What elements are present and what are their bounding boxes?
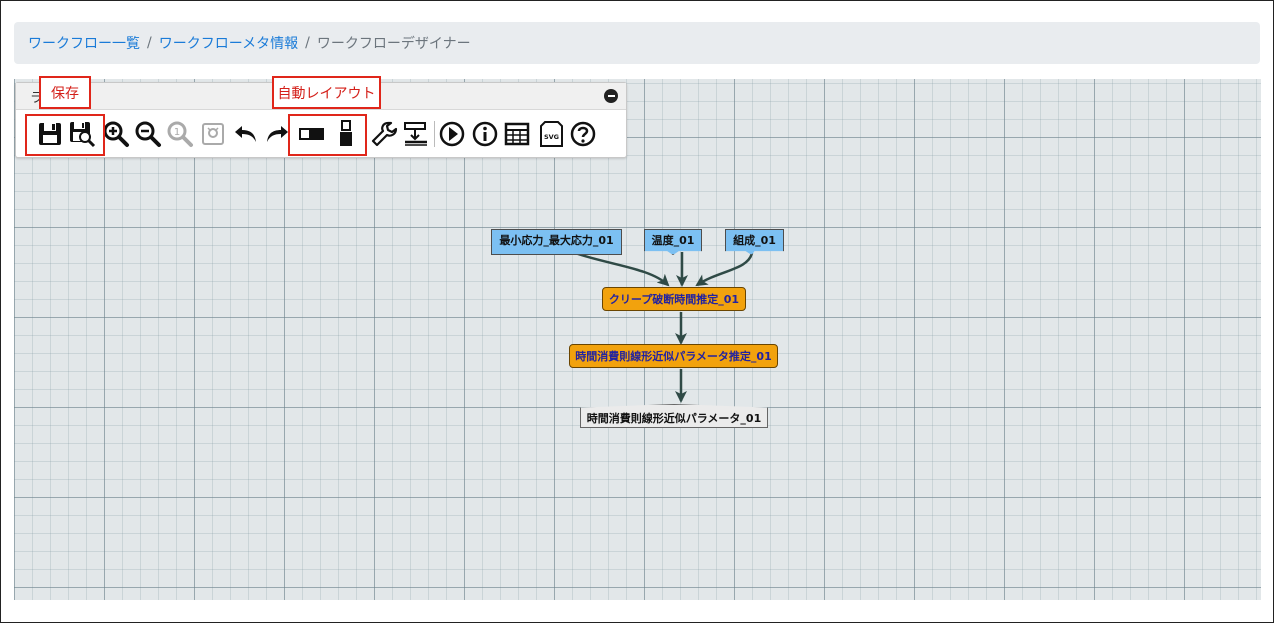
workflow-canvas[interactable] <box>14 79 1261 600</box>
play-icon[interactable] <box>438 120 466 148</box>
breadcrumb-link-workflow-meta[interactable]: ワークフローメタ情報 <box>158 36 299 52</box>
redo-icon[interactable] <box>263 120 291 148</box>
help-icon[interactable] <box>569 120 597 148</box>
collapse-icon[interactable] <box>604 89 618 103</box>
table-icon[interactable] <box>503 120 531 148</box>
align-icon[interactable] <box>402 120 430 148</box>
callout-auto-layout-box <box>288 114 367 156</box>
info-icon[interactable] <box>471 120 499 148</box>
floppy-disk-search-icon[interactable] <box>68 120 96 148</box>
zoom-in-icon[interactable] <box>102 120 130 148</box>
breadcrumb: ワークフロー一覧 / ワークフローメタ情報 / ワークフローデザイナー <box>14 22 1260 64</box>
layout-vertical-icon[interactable] <box>332 120 360 148</box>
workflow-input-node-temperature[interactable]: 温度_01 <box>644 229 702 255</box>
svg-text:1: 1 <box>174 127 180 138</box>
breadcrumb-separator: / <box>305 35 310 51</box>
zoom-out-icon[interactable] <box>134 120 162 148</box>
callout-save-box <box>25 114 105 156</box>
svg-file-icon-label: SVG <box>544 133 559 141</box>
zoom-actual-icon[interactable]: 1 <box>166 120 194 148</box>
undo-icon[interactable] <box>232 120 260 148</box>
workflow-output-node[interactable]: 時間消費則線形近似パラメータ_01 <box>580 404 768 428</box>
workflow-input-node-stress[interactable]: 最小応力_最大応力_01 <box>491 229 622 255</box>
svg-file-icon[interactable]: SVG <box>537 120 565 148</box>
breadcrumb-link-workflow-list[interactable]: ワークフロー一覧 <box>28 36 140 52</box>
wrench-icon[interactable] <box>370 120 398 148</box>
callout-save-label: 保存 <box>39 76 91 109</box>
breadcrumb-separator: / <box>147 35 152 51</box>
fit-icon[interactable] <box>199 120 227 148</box>
callout-auto-layout-label: 自動レイアウト <box>272 76 381 109</box>
workflow-process-node-creep[interactable]: クリープ破断時間推定_01 <box>602 287 746 311</box>
toolbar-separator <box>434 121 435 147</box>
floppy-disk-icon[interactable] <box>36 120 64 148</box>
breadcrumb-current: ワークフローデザイナー <box>316 36 471 52</box>
workflow-process-node-param[interactable]: 時間消費則線形近似パラメータ推定_01 <box>569 344 778 368</box>
layout-horizontal-icon[interactable] <box>298 120 326 148</box>
workflow-input-node-composition[interactable]: 組成_01 <box>725 229 784 255</box>
